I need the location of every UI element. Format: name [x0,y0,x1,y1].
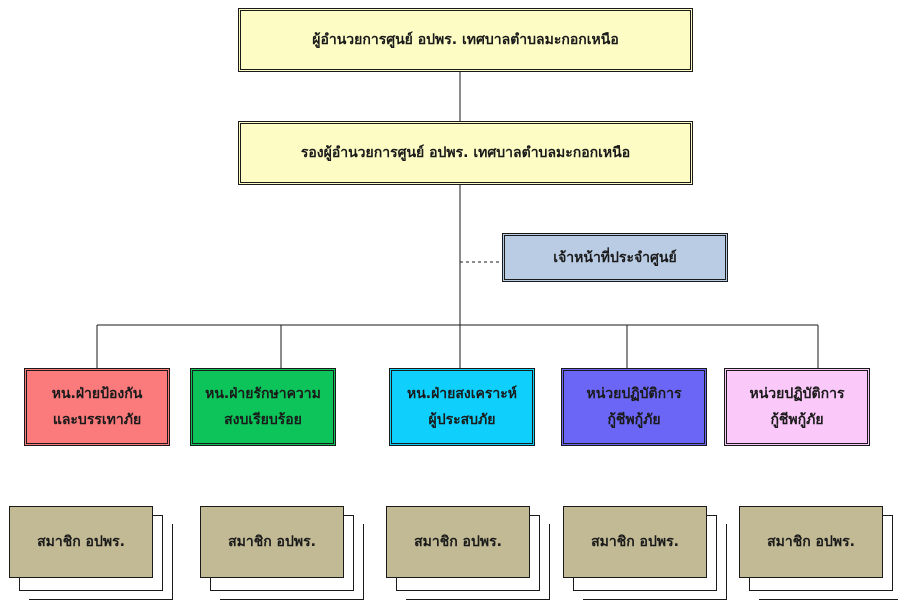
unit-line1: หน.ฝ่ายรักษาความ [205,386,321,402]
staff-box: เจ้าหน้าที่ประจำศูนย์ [502,233,728,282]
member-label: สมาชิก อปพร. [37,534,125,550]
member-box: สมาชิก อปพร. [739,506,883,578]
unit-line2: กู้ชีพกู้ภัย [607,412,661,428]
deputy-label: รองผู้อำนวยการศูนย์ อปพร. เทศบาลตำบลมะกอ… [300,145,631,161]
deputy-box: รองผู้อำนวยการศูนย์ อปพร. เทศบาลตำบลมะกอ… [238,121,693,185]
member-stack: สมาชิก อปพร. [563,506,727,600]
director-box: ผู้อำนวยการศูนย์ อปพร. เทศบาลตำบลมะกอกเห… [238,8,693,72]
member-box: สมาชิก อปพร. [9,506,153,578]
unit-box-security: หน.ฝ่ายรักษาความ สงบเรียบร้อย [190,368,336,446]
unit-line2: สงบเรียบร้อย [224,412,302,428]
member-label: สมาชิก อปพร. [591,534,679,550]
member-stack: สมาชิก อปพร. [200,506,364,600]
director-label: ผู้อำนวยการศูนย์ อปพร. เทศบาลตำบลมะกอกเห… [312,32,619,48]
staff-label: เจ้าหน้าที่ประจำศูนย์ [553,249,677,266]
unit-line1: หน.ฝ่ายสงเคราะห์ [406,386,518,402]
unit-line1: หน่วยปฏิบัติการ [749,386,845,402]
member-label: สมาชิก อปพร. [767,534,855,550]
unit-box-rescue-1: หน่วยปฏิบัติการ กู้ชีพกู้ภัย [561,368,707,446]
member-stack: สมาชิก อปพร. [9,506,173,600]
member-box: สมาชิก อปพร. [563,506,707,578]
member-box: สมาชิก อปพร. [386,506,530,578]
unit-box-prevention: หน.ฝ่ายป้องกัน และบรรเทาภัย [24,368,170,446]
unit-line1: หน่วยปฏิบัติการ [586,386,682,402]
member-box: สมาชิก อปพร. [200,506,344,578]
member-label: สมาชิก อปพร. [228,534,316,550]
member-stack: สมาชิก อปพร. [739,506,898,600]
unit-box-rescue-2: หน่วยปฏิบัติการ กู้ชีพกู้ภัย [724,368,870,446]
unit-line2: กู้ชีพกู้ภัย [770,412,824,428]
member-label: สมาชิก อปพร. [414,534,502,550]
unit-line1: หน.ฝ่ายป้องกัน [51,386,143,402]
unit-line2: ผู้ประสบภัย [428,412,496,428]
unit-line2: และบรรเทาภัย [52,412,142,428]
member-stack: สมาชิก อปพร. [386,506,550,600]
unit-box-relief: หน.ฝ่ายสงเคราะห์ ผู้ประสบภัย [389,368,535,446]
